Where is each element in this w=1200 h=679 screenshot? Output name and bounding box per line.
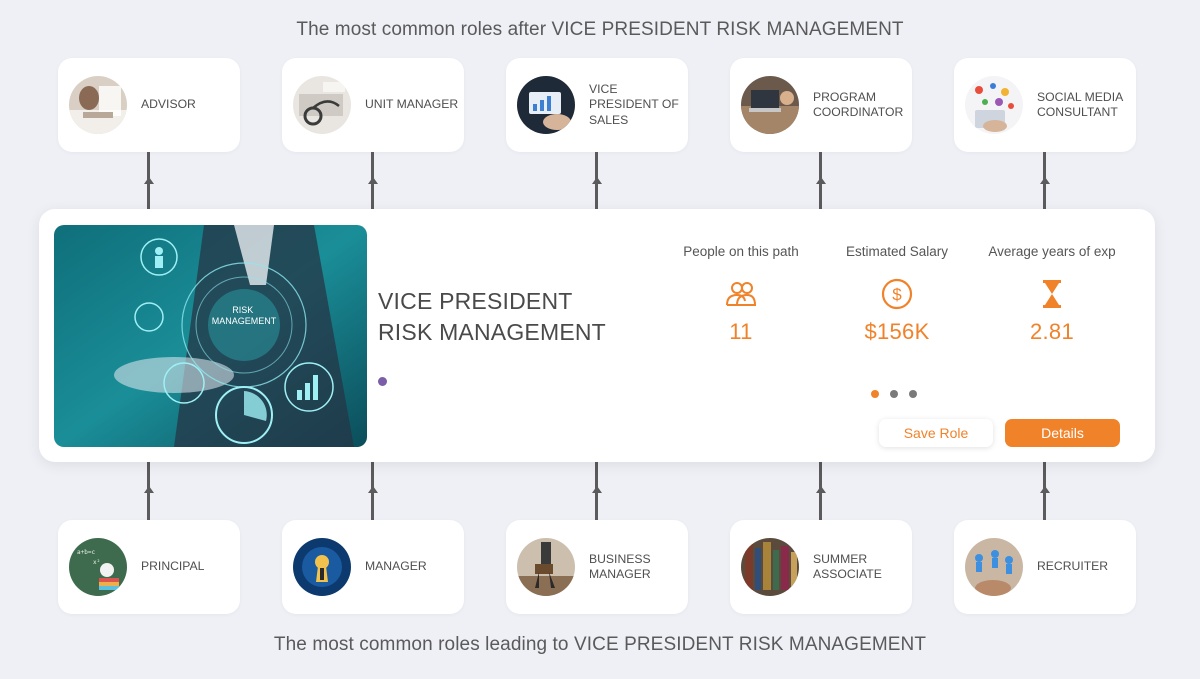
business-walk-photo-icon [517,538,575,596]
people-icon [724,277,758,311]
role-card-summer-associate[interactable]: SUMMER ASSOCIATE [730,520,912,614]
role-label: MANAGER [365,559,427,574]
role-card-manager[interactable]: MANAGER [282,520,464,614]
svg-text:a+b=c: a+b=c [77,549,95,556]
stat-value: 2.81 [1029,319,1075,344]
dollar-icon: $ [880,277,914,311]
arrow-up-icon [591,177,602,184]
role-label: PRINCIPAL [141,559,205,574]
role-label: RECRUITER [1037,559,1109,574]
role-card-social-media-consultant[interactable]: SOCIAL MEDIA CONSULTANT [954,58,1136,152]
role-label: VICE PRESIDENT OF SALES [589,81,679,127]
stat-people: People on this path 11 [666,244,816,345]
arrow-up-icon [815,486,826,493]
role-card-business-manager[interactable]: BUSINESS MANAGER [506,520,688,614]
stat-value: $156K [864,319,930,344]
stethoscope-photo-icon [293,76,351,134]
arrow-up-icon [1039,177,1050,184]
keyhole-photo-icon [293,538,351,596]
hero-image-text: RISK MANAGEMENT [212,305,277,326]
svg-text:x²: x² [93,559,100,566]
pager-dot[interactable] [909,390,917,398]
role-label: ADVISOR [141,97,196,112]
stat-label: People on this path [683,244,799,259]
risk-management-hero-image: RISK MANAGEMENT [54,225,367,447]
role-label: UNIT MANAGER [365,97,459,112]
arrow-up-icon [1039,486,1050,493]
previous-roles-title: The most common roles leading to VICE PR… [273,634,927,655]
current-role-card: RISK MANAGEMENT VICE PRESIDENT RISK MANA… [39,209,1155,462]
stat-value: 11 [729,319,753,344]
role-card-program-coordinator[interactable]: PROGRAM COORDINATOR [730,58,912,152]
role-label: SOCIAL MEDIA CONSULTANT [1037,89,1123,120]
role-card-vp-sales[interactable]: VICE PRESIDENT OF SALES [506,58,688,152]
stat-label: Average years of exp [988,244,1116,259]
arrow-up-icon [367,177,378,184]
arrow-up-icon [143,486,154,493]
role-label: SUMMER ASSOCIATE [813,551,882,582]
details-button[interactable]: Details [1005,419,1120,447]
next-roles-title: The most common roles after VICE PRESIDE… [296,19,904,40]
stat-label: Estimated Salary [845,244,949,259]
pager-dot[interactable] [890,390,898,398]
indicator-dot [378,377,387,386]
pager-dot[interactable] [871,390,879,398]
svg-text:$: $ [892,285,902,304]
stat-salary: Estimated Salary $ $156K [822,244,972,345]
save-role-button[interactable]: Save Role [879,419,993,447]
library-photo-icon [741,538,799,596]
chalkboard-photo-icon: a+b=c x² [69,538,127,596]
people-network-photo-icon [965,538,1023,596]
arrow-up-icon [143,177,154,184]
role-label: BUSINESS MANAGER [589,551,651,582]
current-role-title: VICE PRESIDENT RISK MANAGEMENT [378,288,606,345]
advisor-photo-icon [69,76,127,134]
stat-experience: Average years of exp 2.81 [977,244,1127,345]
arrow-up-icon [591,486,602,493]
role-card-advisor[interactable]: ADVISOR [58,58,240,152]
carousel-pager [871,390,917,398]
hourglass-icon [1035,277,1069,311]
arrow-up-icon [815,177,826,184]
role-card-recruiter[interactable]: RECRUITER [954,520,1136,614]
role-card-principal[interactable]: a+b=c x² PRINCIPAL [58,520,240,614]
laptop-desk-photo-icon [741,76,799,134]
social-icons-photo-icon [965,76,1023,134]
role-label: PROGRAM COORDINATOR [813,89,904,120]
role-card-unit-manager[interactable]: UNIT MANAGER [282,58,464,152]
tablet-chart-photo-icon [517,76,575,134]
arrow-up-icon [367,486,378,493]
